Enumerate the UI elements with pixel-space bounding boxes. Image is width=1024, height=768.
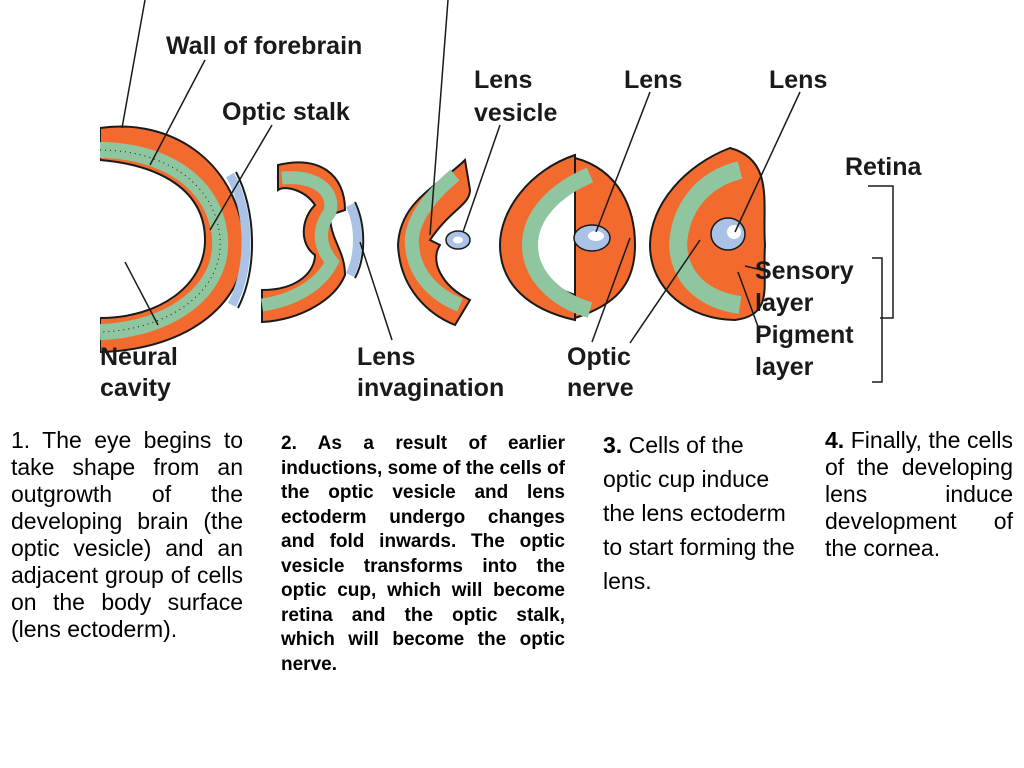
step-3-text: 3. Cells of the optic cup induce the len… — [603, 428, 798, 598]
step-2-text: 2. As a result of earlier inductions, so… — [281, 432, 565, 677]
step-4-body: Finally, the cells of the developing len… — [825, 427, 1013, 561]
wall-of-forebrain-label: Wall of forebrain — [166, 32, 362, 60]
sensory-layer-label-1: Sensory — [755, 257, 854, 285]
stage-2-invagination — [260, 161, 365, 324]
lens-vesicle-label-1: Lens — [474, 66, 532, 94]
stage-1-optic-vesicle — [100, 125, 254, 354]
sensory-layer-label-2: layer — [755, 289, 814, 317]
lens-invagination-label-1: Lens — [357, 343, 415, 371]
stage-5-retina — [648, 146, 767, 322]
lens-label-stage-4: Lens — [624, 66, 682, 94]
stage-4-lens — [498, 153, 637, 322]
step-3-number: 3. — [603, 432, 623, 458]
step-2-number: 2. — [281, 433, 297, 454]
retina-label: Retina — [845, 153, 923, 181]
step-1-body: The eye begins to take shape from an out… — [11, 427, 244, 642]
step-4-number: 4. — [825, 427, 845, 453]
leader-lines — [121, 0, 894, 383]
neural-cavity-label-1: Neural — [100, 343, 178, 371]
optic-nerve-label-2: nerve — [567, 374, 634, 402]
lens-invagination-label-2: invagination — [357, 374, 504, 402]
step-3-body: Cells of the optic cup induce the lens e… — [603, 432, 795, 594]
step-2-body: As a result of earlier inductions, some … — [281, 433, 565, 675]
stage-3-lens-vesicle — [396, 157, 472, 327]
lens-label-stage-5: Lens — [769, 66, 827, 94]
pigment-layer-label-1: Pigment — [755, 321, 854, 349]
step-1-number: 1. — [11, 427, 31, 453]
lens-vesicle-label-2: vesicle — [474, 99, 558, 127]
pigment-layer-label-2: layer — [755, 353, 814, 381]
step-4-text: 4. Finally, the cells of the developing … — [825, 427, 1013, 562]
optic-stalk-label: Optic stalk — [222, 98, 350, 126]
step-1-text: 1. The eye begins to take shape from an … — [11, 427, 243, 643]
eye-development-diagram: Wall of forebrain Optic stalk Lens vesic… — [100, 0, 923, 402]
neural-cavity-label-2: cavity — [100, 374, 171, 402]
optic-nerve-label-1: Optic — [567, 343, 631, 371]
